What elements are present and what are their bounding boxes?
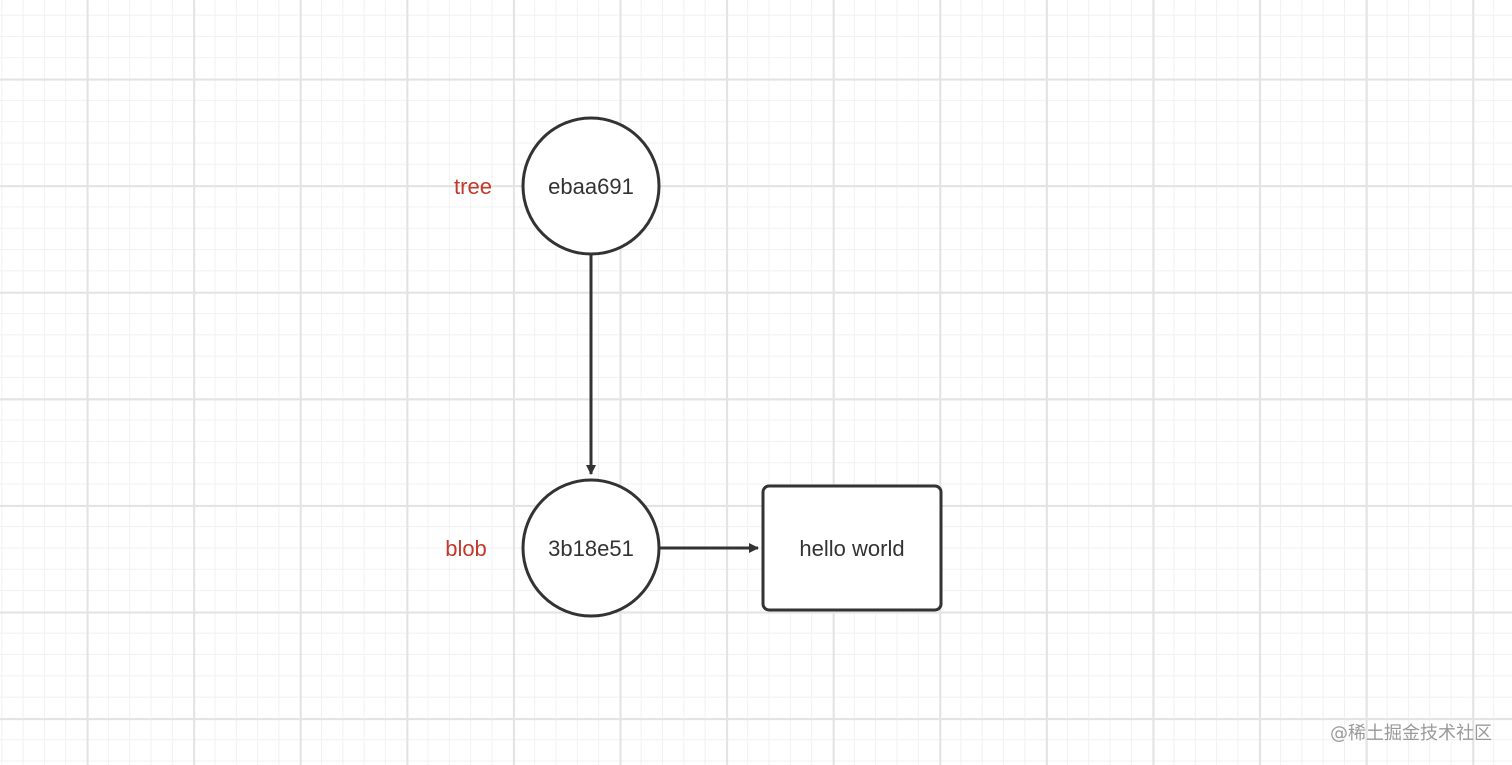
tree-node-circle — [521, 116, 661, 256]
blob-node-hash: 3b18e51 — [548, 536, 634, 561]
content-node-text: hello world — [799, 536, 904, 561]
content-node-box — [761, 484, 943, 612]
blob-node[interactable]: 3b18e51 — [521, 478, 661, 618]
tree-node-hash: ebaa691 — [548, 174, 634, 199]
blob-type-label: blob — [445, 536, 487, 561]
watermark: @稀土掘金技术社区 — [1330, 723, 1492, 744]
content-node[interactable]: hello world — [761, 484, 943, 612]
blob-node-circle — [521, 478, 661, 618]
tree-node[interactable]: ebaa691 — [521, 116, 661, 256]
tree-type-label: tree — [454, 174, 492, 199]
